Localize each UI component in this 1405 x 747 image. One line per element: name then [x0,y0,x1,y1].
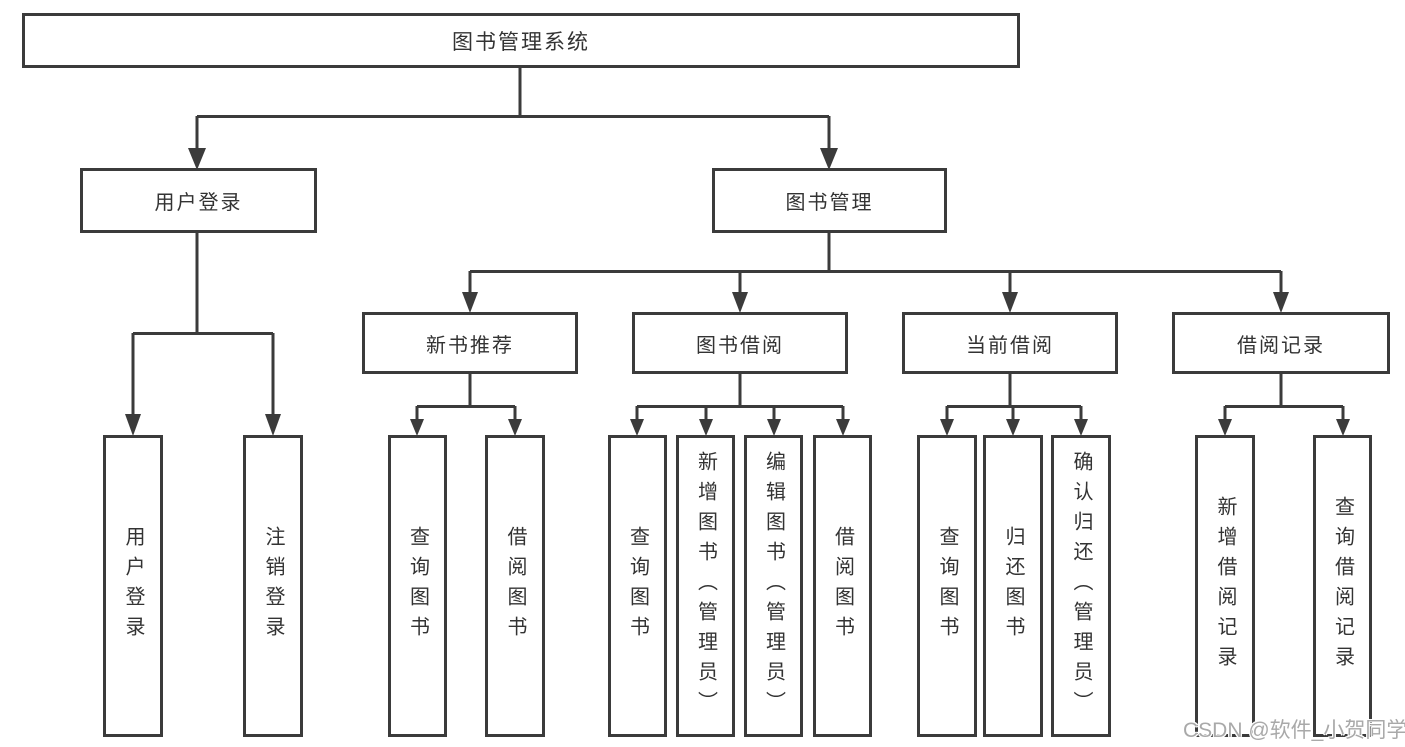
leaf-borrow-books-borrowing-label: 借阅图书 [831,526,854,646]
leaf-query-borrow-record: 查询借阅记录 [1313,435,1372,737]
edge-new-books-split [410,374,522,436]
leaf-query-books-current-label: 查询图书 [936,526,958,646]
leaf-user-login: 用户登录 [103,435,163,737]
node-book-borrowing: 图书借阅 [632,312,848,374]
node-user-login-branch: 用户登录 [80,168,317,233]
leaf-borrow-books-borrowing: 借阅图书 [813,435,872,737]
edge-borrow-records-split [1218,374,1350,436]
leaf-query-borrow-record-label: 查询借阅记录 [1331,496,1354,676]
node-book-borrowing-label: 图书借阅 [696,334,784,357]
leaf-edit-books-admin: 编辑图书（管理员） [744,435,803,737]
edge-user-login-split [125,232,281,436]
leaf-logout-label: 注销登录 [262,526,284,646]
leaf-add-books-admin: 新增图书（管理员） [676,435,735,737]
node-new-books: 新书推荐 [362,312,578,374]
node-book-management-branch-label: 图书管理 [785,192,874,214]
node-book-management-branch: 图书管理 [712,168,947,233]
leaf-borrow-books-new-label: 借阅图书 [504,526,526,646]
leaf-query-books-borrowing-label: 查询图书 [626,526,649,646]
leaf-return-books: 归还图书 [983,435,1043,737]
edge-root-split [188,68,838,170]
watermark: CSDN @软件_小贺同学 [1183,719,1405,742]
node-root-label: 图书管理系统 [452,30,590,54]
node-user-login-branch-label: 用户登录 [154,192,243,214]
leaf-user-login-label: 用户登录 [122,526,144,646]
leaf-borrow-books-new: 借阅图书 [485,435,545,737]
leaf-query-books-borrowing: 查询图书 [608,435,667,737]
node-borrow-records: 借阅记录 [1172,312,1390,374]
leaf-confirm-return-admin: 确认归还（管理员） [1051,435,1111,737]
leaf-add-borrow-record-label: 新增借阅记录 [1214,496,1236,676]
leaf-add-borrow-record: 新增借阅记录 [1195,435,1255,737]
leaf-query-books-current: 查询图书 [917,435,977,737]
node-root: 图书管理系统 [22,13,1020,68]
edge-book-management-split [462,233,1289,313]
leaf-return-books-label: 归还图书 [1002,526,1024,646]
node-borrow-records-label: 借阅记录 [1237,334,1325,357]
edge-current-borrowing-split [940,374,1088,436]
edge-book-borrowing-split [630,374,850,436]
leaf-confirm-return-admin-label: 确认归还（管理员） [1070,451,1092,721]
node-current-borrowing: 当前借阅 [902,312,1118,374]
node-new-books-label: 新书推荐 [426,334,514,357]
leaf-query-books-new-label: 查询图书 [406,526,429,646]
leaf-add-books-admin-label: 新增图书（管理员） [694,451,717,721]
leaf-query-books-new: 查询图书 [388,435,447,737]
leaf-edit-books-admin-label: 编辑图书（管理员） [762,451,785,721]
leaf-logout: 注销登录 [243,435,303,737]
node-current-borrowing-label: 当前借阅 [966,334,1054,357]
